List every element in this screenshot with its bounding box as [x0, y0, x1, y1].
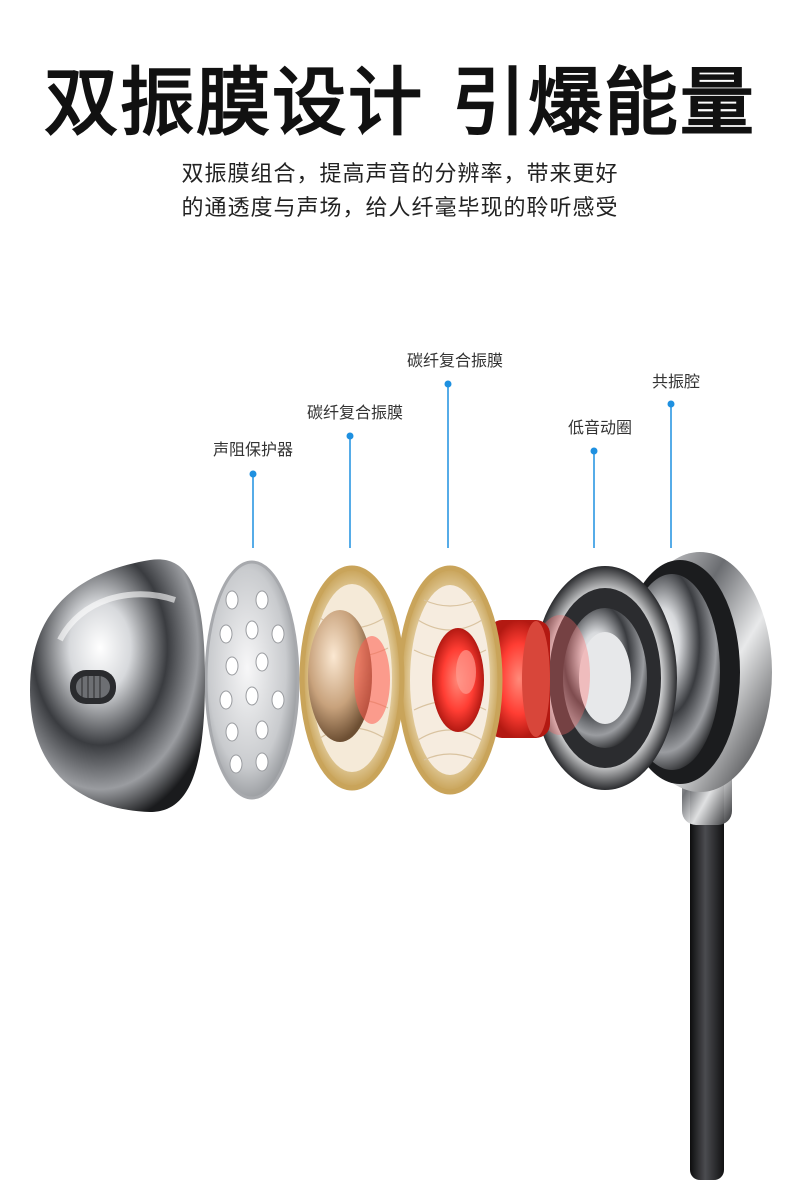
callout-label-diaphragm-2: 碳纤复合振膜 — [406, 351, 504, 370]
callout-label-damping-protector: 声阻保护器 — [212, 440, 294, 459]
callout-label-diaphragm-1: 碳纤复合振膜 — [306, 403, 404, 422]
magnet-core-part — [488, 620, 550, 738]
front-shell-part — [30, 559, 205, 812]
callout-lines — [249, 380, 675, 548]
callout-label-bass-driver: 低音动圈 — [567, 418, 633, 437]
page-title: 双振膜设计 引爆能量 — [44, 60, 756, 146]
carbon-diaphragm-1-part — [299, 565, 405, 791]
earphone-cable — [682, 735, 732, 1180]
subtitle-line-2: 的通透度与声场，给人纤毫毕现的聆听感受 — [181, 196, 619, 221]
bass-driver-part — [530, 566, 677, 790]
damping-protector-part — [204, 560, 300, 800]
callout-label-resonance-chamber: 共振腔 — [651, 372, 701, 391]
carbon-diaphragm-2-part — [397, 565, 503, 795]
subtitle-line-1: 双振膜组合，提高声音的分辨率，带来更好 — [181, 162, 619, 187]
